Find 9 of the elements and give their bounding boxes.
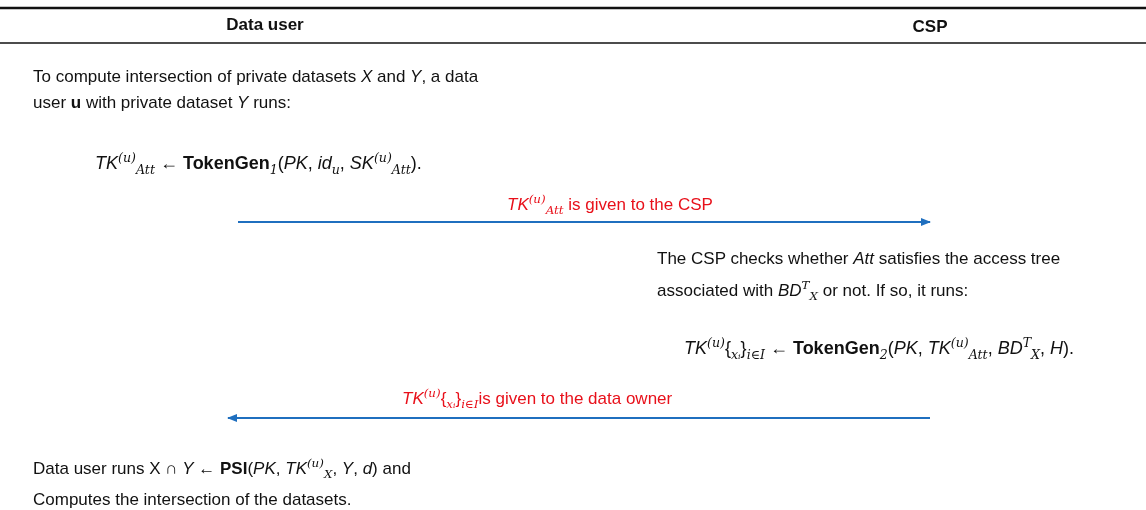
formula: TK$^{(u)}$$_{Att}$ ← TokenGen$_{1}$(PK, id$_{u}$, SK$^{(u)}$$_{Att}$).	[95, 145, 490, 222]
step-description: The CSP checks whether Att satisfies the access tree associated with BD$^{T}$$_{X}$ or not. If so, it runs:	[657, 222, 1127, 302]
step-description: To compute intersection of private datasets X and Y, a data user u with private dataset Y runs:	[33, 66, 480, 114]
column-header: Data user	[225, 14, 305, 36]
arrow	[238, 218, 931, 226]
arrow	[227, 414, 930, 422]
column-header: CSP	[911, 16, 949, 38]
step-description: Data user runs X ∩ Y ← PSI(PK, TK$^{(u)}$$_{X}$, Y, d) and Computes the intersection of the datasets.	[33, 418, 483, 506]
formula: TK$^{(u)}${$_{xᵢ}$}$_{i∈I}$ ← TokenGen$_{2}$(PK, TK$^{(u)}$$_{Att}$, BD$^{T}$$_{X}$, H).	[684, 330, 1130, 418]
